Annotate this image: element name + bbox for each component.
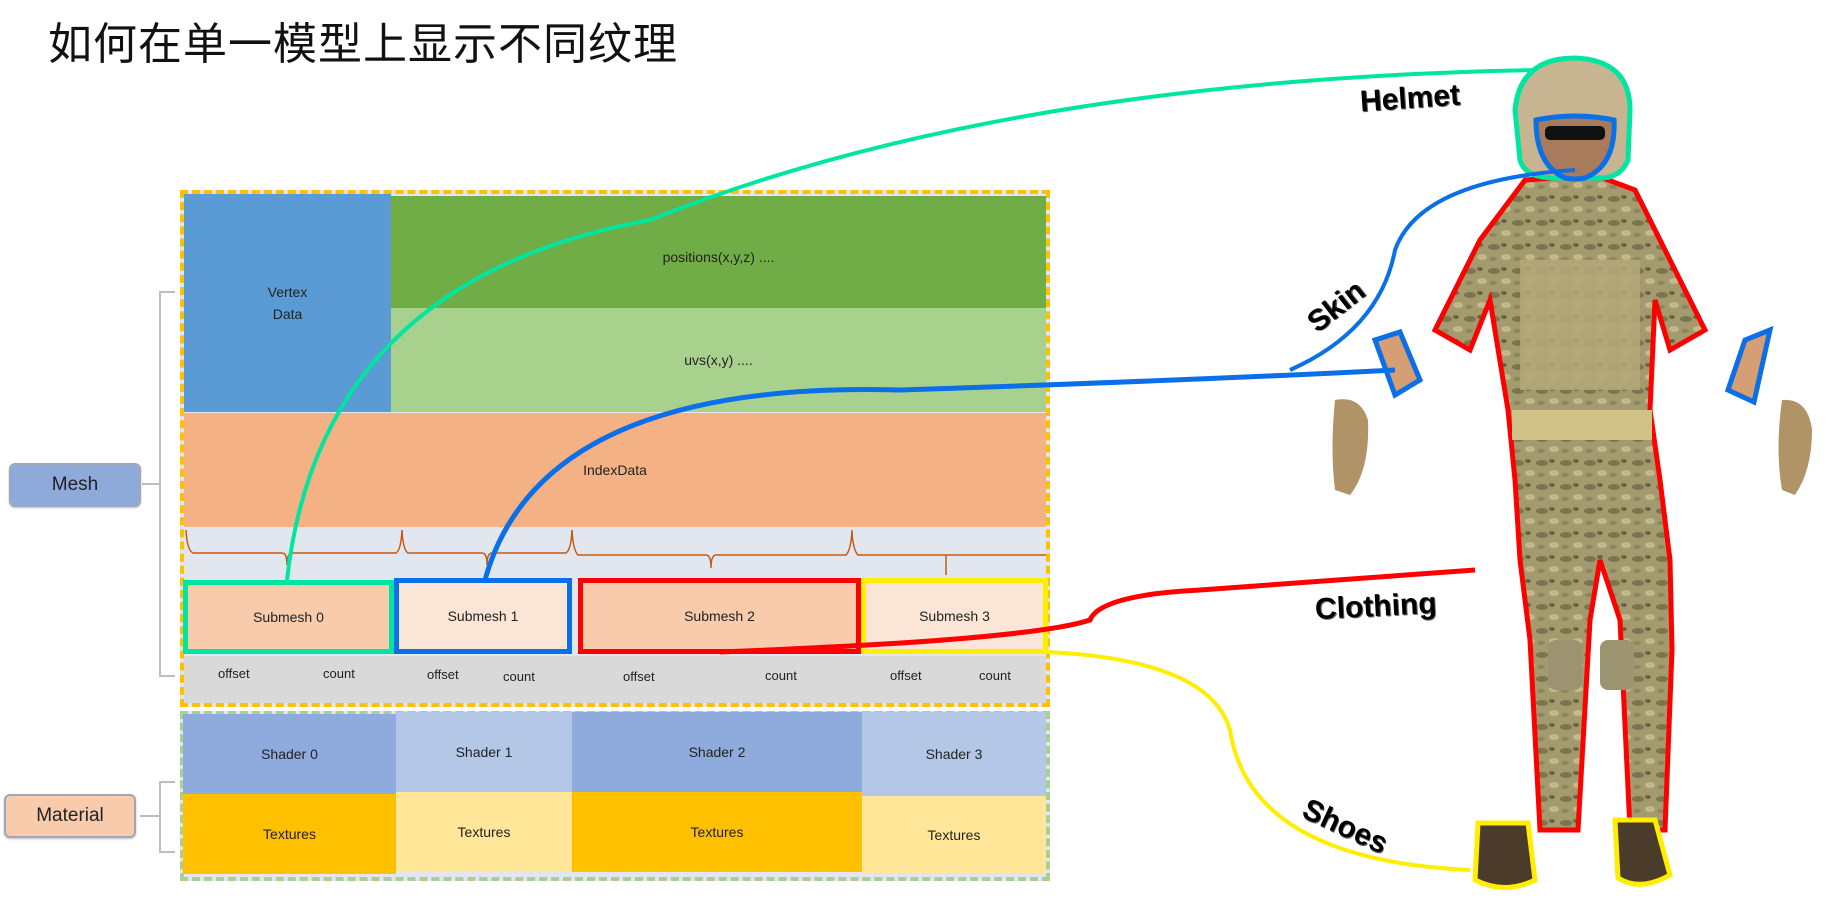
textures-2[interactable]: Textures	[572, 792, 862, 872]
material-group-label: Material	[4, 794, 136, 838]
skin-connector-branch	[1289, 168, 1576, 372]
shader-1-label: Shader 1	[455, 744, 513, 760]
belt-shape	[1512, 410, 1652, 440]
textures-3-label: Textures	[927, 827, 981, 843]
shader-0-label: Shader 0	[261, 746, 318, 762]
positions-label: positions(x,y,z) ....	[662, 249, 775, 265]
left-shoe	[1472, 820, 1538, 890]
index-data-label: IndexData	[583, 462, 647, 478]
vertex-data-block: Vertex Data	[184, 194, 391, 412]
material-group-text: Material	[36, 805, 104, 826]
clothing-connector	[719, 567, 1476, 655]
knee-pad-right	[1600, 640, 1634, 690]
right-shoe	[1612, 817, 1673, 887]
shader-1[interactable]: Shader 1	[396, 712, 572, 792]
skin-connector	[482, 367, 1396, 581]
submesh-0[interactable]: Submesh 0	[183, 580, 394, 654]
left-forearm	[1371, 328, 1424, 399]
offset-count-row	[184, 656, 1046, 703]
shader-3[interactable]: Shader 3	[862, 712, 1046, 796]
mesh-group-label: Mesh	[9, 463, 141, 507]
submesh-2-count: count	[765, 668, 797, 683]
textures-1[interactable]: Textures	[396, 792, 572, 872]
shader-0[interactable]: Shader 0	[183, 714, 396, 794]
helmet-label: Helmet	[1358, 78, 1462, 119]
positions-block: positions(x,y,z) ....	[391, 196, 1046, 308]
right-forearm	[1724, 325, 1774, 406]
left-glove	[1332, 399, 1369, 495]
submesh-3-count: count	[979, 668, 1011, 683]
brace-2	[571, 529, 853, 569]
submesh-3-label: Submesh 3	[919, 608, 990, 624]
submesh-0-label: Submesh 0	[253, 609, 324, 625]
textures-0[interactable]: Textures	[183, 794, 396, 874]
submesh-0-offset: offset	[218, 666, 250, 681]
textures-2-label: Textures	[690, 824, 744, 840]
submesh-1-offset: offset	[427, 667, 459, 682]
sunglasses	[1545, 126, 1605, 140]
submesh-2-label: Submesh 2	[684, 608, 755, 624]
submesh-1[interactable]: Submesh 1	[394, 578, 572, 654]
submesh-1-label: Submesh 1	[447, 608, 519, 624]
clothing-label: Clothing	[1314, 586, 1438, 627]
submesh-1-count: count	[503, 669, 535, 684]
brace-1	[401, 529, 573, 566]
shader-2-label: Shader 2	[688, 744, 746, 760]
uvs-label: uvs(x,y) ....	[684, 352, 753, 368]
submesh-0-count: count	[323, 666, 355, 681]
shader-2[interactable]: Shader 2	[572, 712, 862, 792]
textures-0-label: Textures	[263, 826, 316, 842]
vest-shape	[1520, 260, 1640, 390]
page-title: 如何在单一模型上显示不同纹理	[48, 19, 678, 70]
vertex-data-label: Vertex Data	[267, 284, 308, 322]
textures-3[interactable]: Textures	[862, 796, 1046, 874]
textures-1-label: Textures	[457, 824, 511, 840]
uvs-block: uvs(x,y) ....	[391, 308, 1046, 412]
right-glove	[1778, 399, 1812, 495]
submesh-2-offset: offset	[623, 669, 655, 684]
submesh-2[interactable]: Submesh 2	[578, 578, 861, 654]
mesh-group-text: Mesh	[51, 474, 99, 495]
shader-3-label: Shader 3	[925, 746, 983, 762]
submesh-3-offset: offset	[890, 668, 922, 683]
shoes-connector	[1047, 650, 1471, 872]
helmet-connector	[285, 68, 1536, 581]
brace-3	[851, 531, 1046, 575]
knee-pad-left	[1548, 640, 1582, 690]
